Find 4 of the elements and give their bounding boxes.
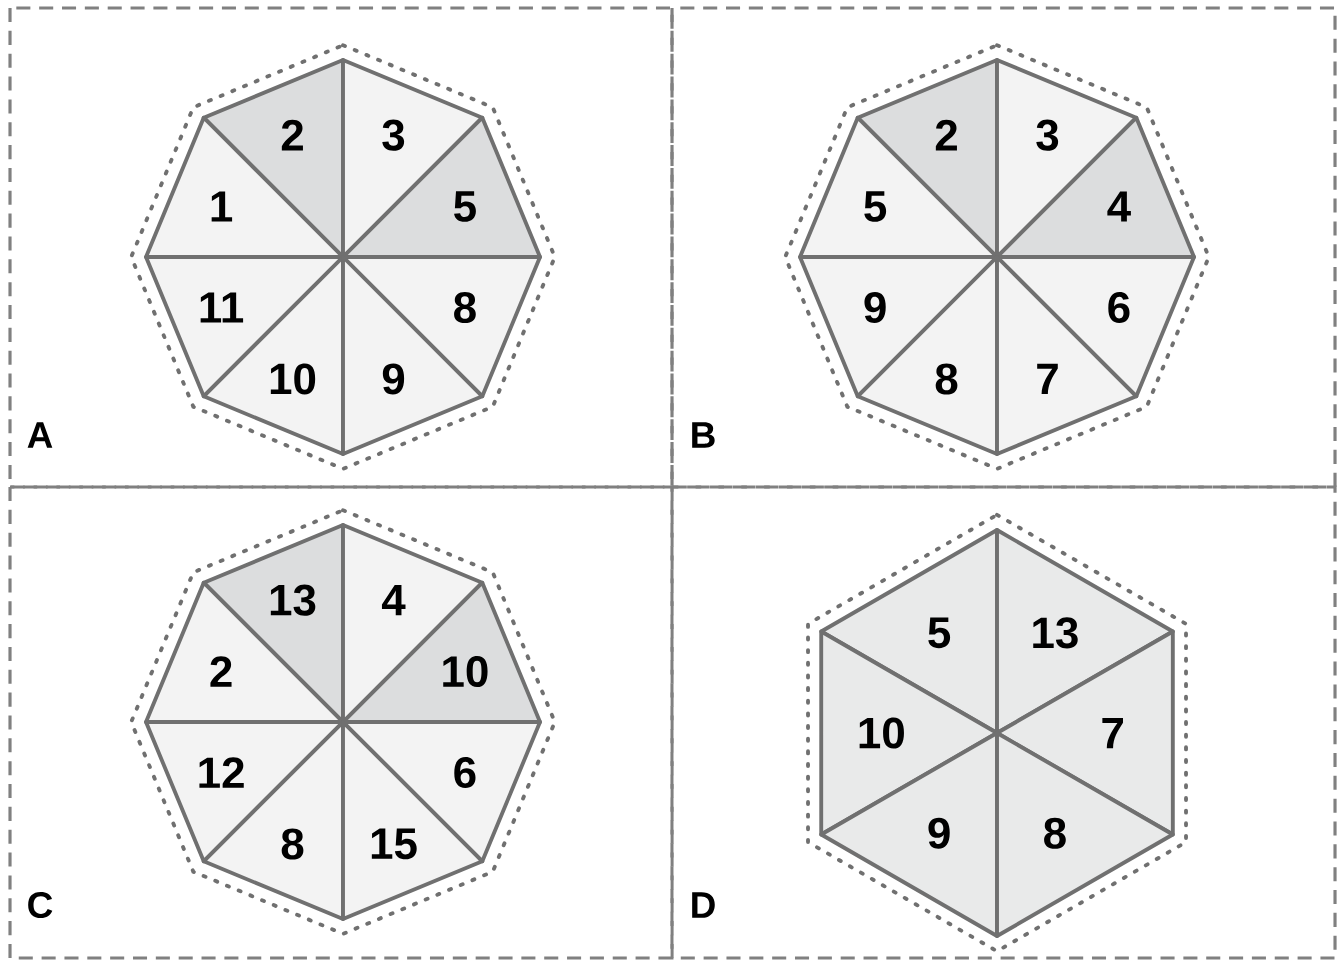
dotted-outline [129,43,557,471]
dotted-outline [783,43,1211,471]
dotted-outline [129,508,557,936]
dotted-outline [806,512,1188,954]
